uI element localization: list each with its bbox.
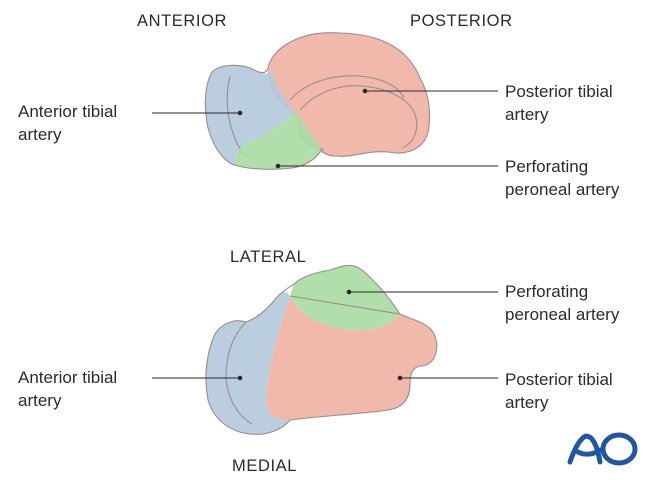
region-posterior-tibial-bottom: [266, 296, 437, 421]
label-line-1: Perforating: [505, 282, 589, 301]
label-line-2: artery: [18, 125, 62, 144]
leader-dot: [346, 289, 352, 295]
talus-bottom-outline: [205, 264, 438, 435]
region-anterior-tibial-bottom: [206, 291, 290, 435]
label-anterior-tibial-bottom: Anterior tibial artery: [18, 366, 117, 412]
label-line-1: Posterior tibial: [505, 82, 613, 101]
leader-dot: [237, 110, 243, 116]
label-line-1: Anterior tibial: [18, 102, 118, 121]
label-anterior-tibial-top: Anterior tibial artery: [18, 100, 117, 146]
leader-dot: [362, 88, 368, 94]
region-posterior-tibial-top: [267, 32, 430, 157]
heading-lateral: LATERAL: [230, 248, 307, 266]
label-line-1: Anterior tibial: [18, 368, 118, 387]
talus-top-view: [204, 32, 431, 170]
region-anterior-tibial-top: [205, 65, 296, 166]
label-line-1: Posterior tibial: [505, 370, 613, 389]
ao-logo-letter-a-bar: [575, 447, 603, 457]
heading-anterior: ANTERIOR: [137, 12, 228, 30]
leader-lines: [152, 88, 498, 381]
ao-logo: [567, 432, 638, 466]
ao-logo-letter-o: [600, 432, 638, 466]
label-posterior-tibial-bottom: Posterior tibial artery: [505, 368, 613, 414]
posterior-process-contour: [299, 85, 418, 149]
talus-bottom-view: [205, 264, 438, 435]
ao-logo-letter-a: [567, 433, 603, 465]
region-perforating-peroneal-top: [235, 112, 322, 170]
label-line-1: Perforating: [505, 157, 589, 176]
label-line-2: peroneal artery: [505, 180, 620, 199]
heading-posterior: POSTERIOR: [410, 12, 513, 30]
region-perforating-peroneal-bottom: [290, 265, 400, 330]
label-perforating-peroneal-bottom: Perforating peroneal artery: [505, 280, 619, 326]
posterior-process-contour-2: [289, 75, 405, 101]
talus-top-outline: [204, 32, 431, 170]
label-line-2: artery: [505, 105, 549, 124]
heading-medial: MEDIAL: [232, 457, 298, 475]
region-divider-line: [289, 295, 401, 315]
leader-dot: [275, 163, 281, 169]
leader-dot: [237, 375, 243, 381]
label-posterior-tibial-top: Posterior tibial artery: [505, 80, 613, 126]
label-line-2: artery: [505, 393, 549, 412]
label-line-2: peroneal artery: [505, 305, 620, 324]
label-perforating-peroneal-top: Perforating peroneal artery: [505, 155, 619, 201]
label-line-2: artery: [18, 391, 62, 410]
leader-dot: [397, 375, 403, 381]
